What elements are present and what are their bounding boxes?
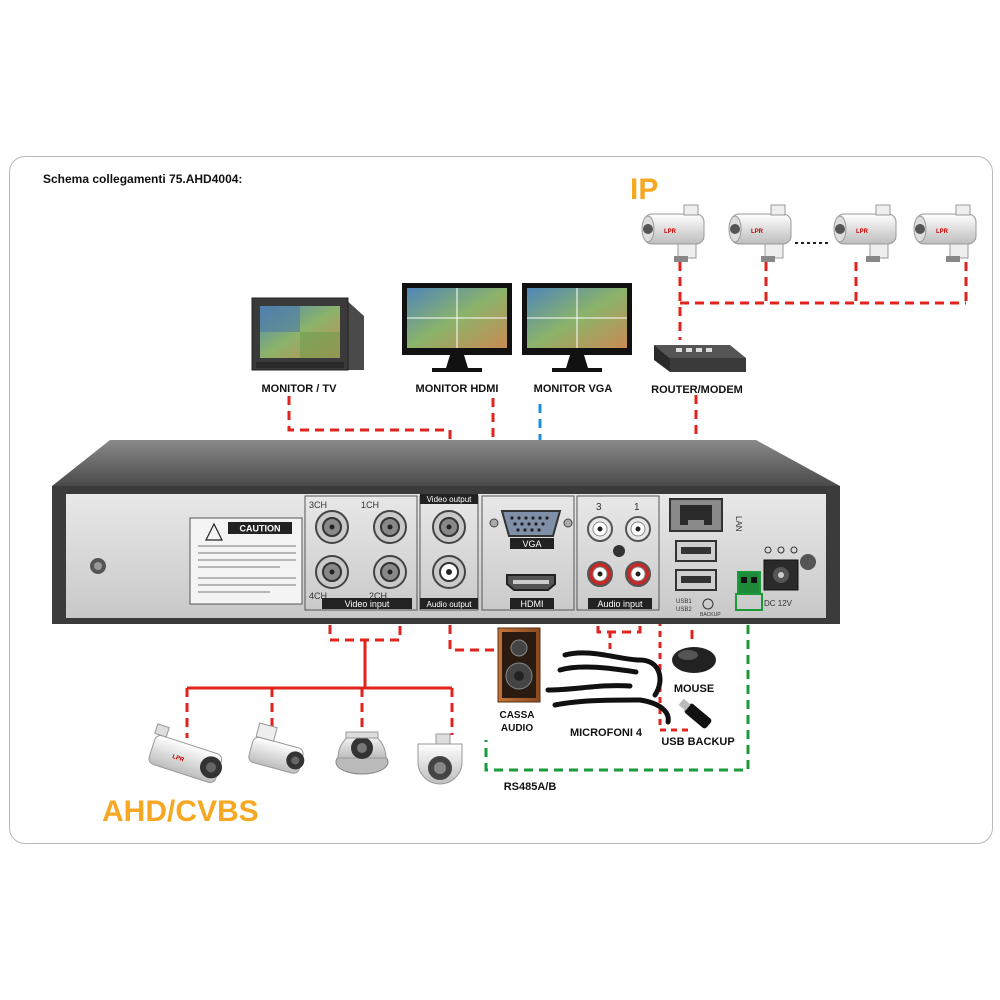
- rca-audio-in-2[interactable]: [625, 561, 651, 587]
- label-monitor-vga: MONITOR VGA: [534, 383, 613, 395]
- usb-stick: [678, 698, 712, 729]
- ip-cameras: LPR LPR LPR LPR: [641, 204, 977, 262]
- audio-input-section: 3 1 Audio input: [576, 495, 660, 611]
- label-rs485: RS485A/B: [504, 781, 557, 793]
- lan-port[interactable]: [669, 498, 723, 532]
- label-audio: AUDIO: [501, 723, 533, 734]
- speaker: [497, 627, 541, 703]
- rca-audio-in-1[interactable]: [625, 516, 651, 542]
- ahd-ptz-camera: [417, 733, 463, 785]
- label-monitor-tv: MONITOR / TV: [262, 383, 338, 395]
- dc-power-jack[interactable]: [763, 559, 799, 591]
- label-microfoni: MICROFONI 4: [570, 727, 643, 739]
- caution-label: CAUTION: [189, 517, 303, 605]
- bnc-connector-3ch[interactable]: [315, 510, 349, 544]
- bnc-audio-output[interactable]: [432, 555, 466, 589]
- label-3ch: 3CH: [309, 500, 327, 510]
- label-mouse: MOUSE: [674, 683, 714, 695]
- label-monitor-hdmi: MONITOR HDMI: [416, 383, 499, 395]
- label-router: ROUTER/MODEM: [651, 384, 743, 396]
- microphone-cable: [545, 650, 671, 725]
- ahd-cameras: LPR: [148, 722, 463, 785]
- label-audio-output: Audio output: [427, 600, 473, 609]
- label-4ch: 4CH: [309, 591, 327, 601]
- rs485-dc-section: DC 12V: [735, 546, 799, 611]
- monitor-vga: [522, 283, 632, 372]
- rca-audio-in-4[interactable]: [587, 561, 613, 587]
- label-audio-in-3: 3: [596, 502, 602, 513]
- label-ahd-cvbs: AHD/CVBS: [102, 795, 259, 828]
- monitor-tv: [251, 297, 364, 371]
- usb-port-1[interactable]: [675, 540, 717, 562]
- line-rs485: [484, 610, 750, 772]
- label-video-output: Video output: [427, 495, 473, 504]
- usb-port-2[interactable]: [675, 569, 717, 591]
- label-usb-backup: USB BACKUP: [661, 736, 734, 748]
- label-audio-input: Audio input: [597, 599, 643, 609]
- svg-text:LPR: LPR: [936, 229, 949, 235]
- label-ip: IP: [630, 173, 658, 206]
- ahd-bullet-camera-long: LPR: [148, 723, 223, 784]
- diagram-title: Schema collegamenti 75.AHD4004:: [43, 172, 242, 186]
- ahd-dome-camera: [335, 731, 389, 775]
- label-dc: DC 12V: [764, 599, 793, 608]
- label-1ch: 1CH: [361, 500, 379, 510]
- svg-text:LPR: LPR: [664, 229, 677, 235]
- hdmi-port[interactable]: [506, 574, 556, 591]
- mouse: [672, 647, 716, 673]
- ahd-bullet-camera: [248, 722, 305, 774]
- ip-camera-3: LPR: [833, 204, 897, 262]
- label-lan: LAN: [734, 516, 743, 532]
- label-vga: VGA: [522, 539, 541, 549]
- label-hdmi: HDMI: [521, 599, 544, 609]
- vga-hdmi-section: VGA HDMI: [481, 495, 575, 611]
- label-video-input: Video input: [345, 599, 390, 609]
- label-usb2: USB2: [676, 607, 692, 613]
- label-usb1: USB1: [676, 599, 692, 605]
- ip-camera-2: LPR: [728, 204, 792, 262]
- bnc-video-output[interactable]: [432, 510, 466, 544]
- label-cassa: CASSA: [499, 710, 534, 721]
- label-2ch: 2CH: [369, 591, 387, 601]
- svg-text:LPR: LPR: [856, 229, 869, 235]
- vga-port[interactable]: [489, 510, 573, 537]
- svg-text:LPR: LPR: [171, 754, 185, 764]
- svg-text:LPR: LPR: [751, 229, 764, 235]
- bnc-connector-2ch[interactable]: [373, 555, 407, 589]
- lan-usb-section: LAN USB1 USB2 BACKUP: [669, 498, 743, 618]
- video-output-section: Video output Audio output: [419, 494, 479, 611]
- label-backup: BACKUP: [700, 612, 721, 618]
- bnc-connector-1ch[interactable]: [373, 510, 407, 544]
- monitor-hdmi: [402, 283, 512, 372]
- router-modem: [654, 345, 746, 372]
- ip-camera-4: LPR: [913, 204, 977, 262]
- label-audio-in-1: 1: [634, 502, 640, 513]
- dvr-unit: CAUTION 3CH 1CH 4CH 2CH Video input: [52, 440, 840, 624]
- ip-camera-1: LPR: [641, 204, 705, 262]
- rca-audio-in-3[interactable]: [587, 516, 613, 542]
- caution-text: CAUTION: [240, 524, 281, 534]
- bnc-connector-4ch[interactable]: [315, 555, 349, 589]
- rs485-terminal[interactable]: [735, 571, 763, 611]
- video-input-section: 3CH 1CH 4CH 2CH Video input: [304, 495, 418, 611]
